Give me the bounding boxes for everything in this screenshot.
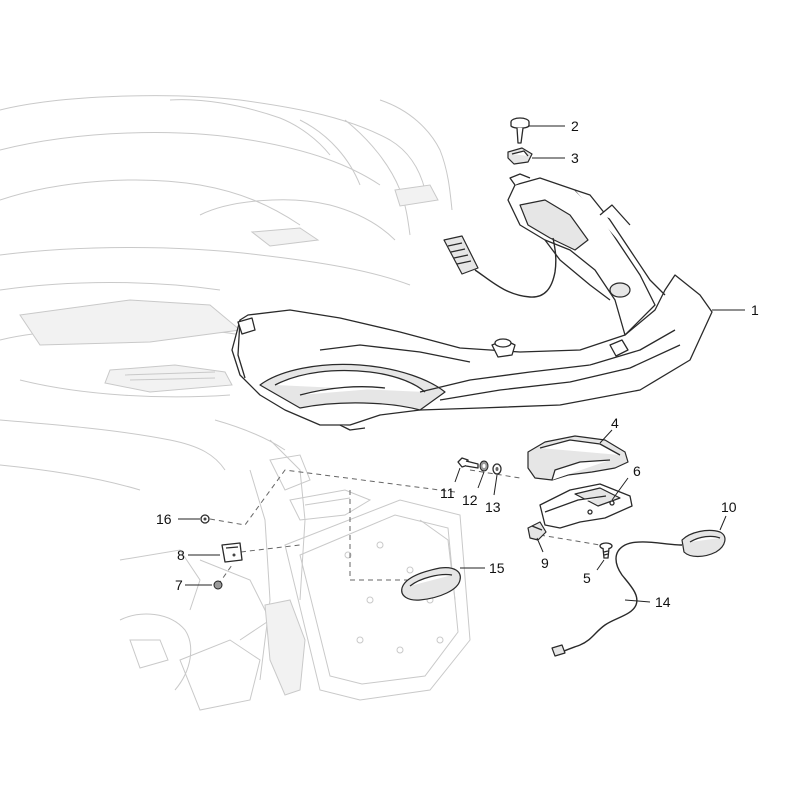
reflector-lens-10: [681, 529, 726, 558]
clip-nut-3: [507, 147, 533, 165]
callout-4: 4: [611, 415, 619, 431]
callout-2: 2: [571, 118, 579, 134]
callout-5: 5: [583, 570, 591, 586]
wiring-harness-14: [551, 541, 683, 657]
callout-12: 12: [462, 492, 478, 508]
screw-7: [213, 580, 223, 590]
washer-12: [479, 460, 489, 472]
callout-13: 13: [485, 499, 501, 515]
screw-2: [510, 117, 530, 144]
washer-13: [492, 463, 502, 475]
callout-3: 3: [571, 150, 579, 166]
cover-4: [527, 435, 629, 481]
screw-5: [599, 542, 613, 559]
callout-labels: 1 2 3 4 5 6 7 8 9 10 11 12 13 14 15 16: [156, 118, 759, 610]
bracket-6: [539, 483, 633, 529]
callout-8: 8: [177, 547, 185, 563]
callout-16: 16: [156, 511, 172, 527]
callout-9: 9: [541, 555, 549, 571]
callout-10: 10: [721, 499, 737, 515]
screw-11: [457, 457, 479, 469]
callout-7: 7: [175, 577, 183, 593]
callout-11: 11: [440, 485, 455, 501]
lamp-socket-9: [527, 521, 547, 541]
nut-16: [200, 514, 210, 524]
leader-lines: [178, 125, 745, 603]
callout-6: 6: [633, 463, 641, 479]
callout-14: 14: [655, 594, 671, 610]
clip-8: [221, 542, 243, 563]
plate-light-15: [401, 567, 461, 601]
callout-1: 1: [751, 302, 759, 318]
callout-15: 15: [489, 560, 505, 576]
tail-light-connector: [443, 235, 557, 298]
scooter-body-outline: [0, 95, 453, 711]
license-plate-bracket-outline: [284, 499, 471, 701]
tail-light-assembly: [231, 173, 713, 431]
